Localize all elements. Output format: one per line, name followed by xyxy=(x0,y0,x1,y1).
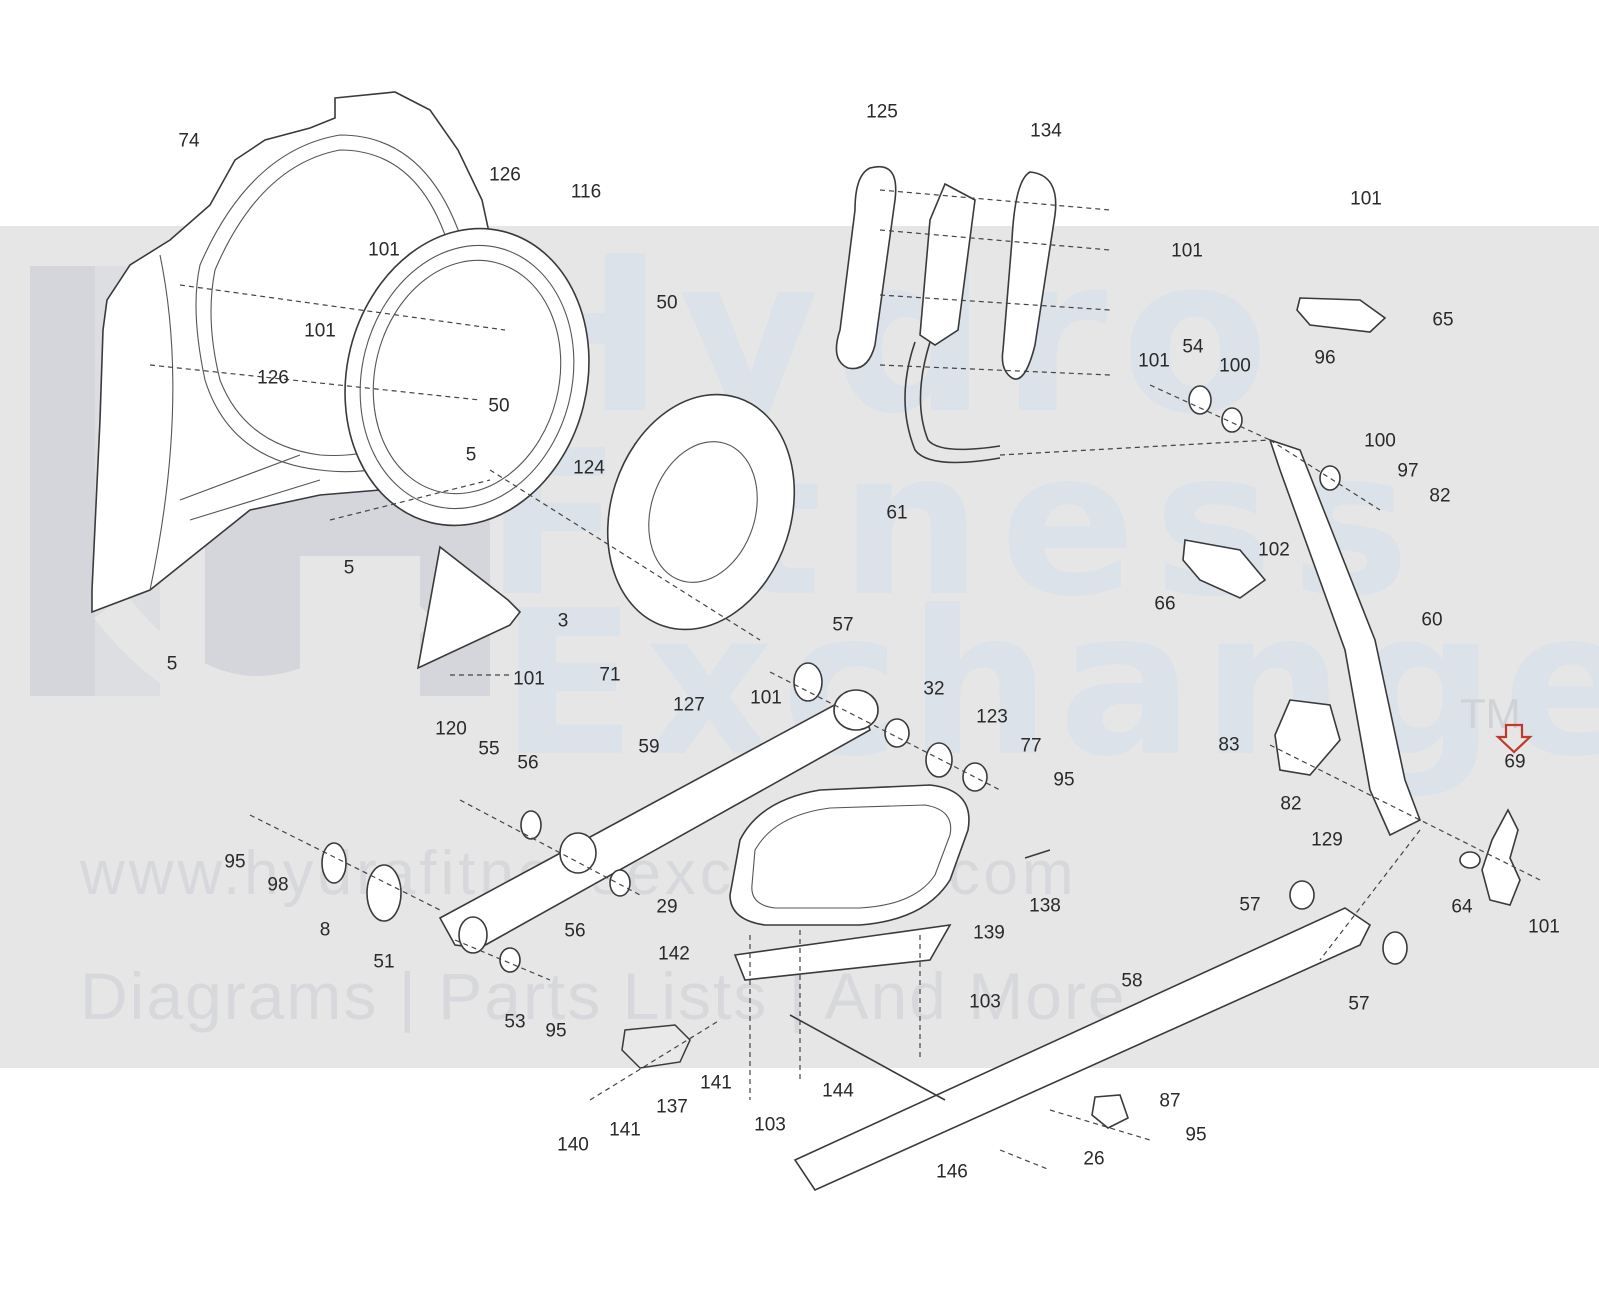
part-label-124: 124 xyxy=(573,457,605,479)
part-label-98: 98 xyxy=(267,874,289,896)
part-label-50: 50 xyxy=(488,395,510,417)
part-label-146: 146 xyxy=(936,1161,968,1183)
pedal-arm-58 xyxy=(793,907,1372,1192)
pad-87 xyxy=(1091,1094,1129,1129)
part-label-103: 103 xyxy=(969,991,1001,1013)
part-label-97: 97 xyxy=(1397,460,1419,482)
part-label-77: 77 xyxy=(1020,735,1042,757)
assembly-lines xyxy=(149,189,1541,1171)
part-label-137: 137 xyxy=(656,1096,688,1118)
part-label-102: 102 xyxy=(1258,539,1290,561)
part-label-139: 139 xyxy=(973,922,1005,944)
part-label-101: 101 xyxy=(750,687,782,709)
part-label-69: 69 xyxy=(1504,751,1526,773)
part-label-101: 101 xyxy=(304,320,336,342)
tube-61 xyxy=(904,341,1001,464)
part-label-61: 61 xyxy=(886,502,908,524)
part-label-103: 103 xyxy=(754,1114,786,1136)
part-label-32: 32 xyxy=(923,678,945,700)
part-label-3: 3 xyxy=(557,610,569,632)
part-label-101: 101 xyxy=(368,239,400,261)
part-label-129: 129 xyxy=(1311,829,1343,851)
part-label-126: 126 xyxy=(489,164,521,186)
part-label-57: 57 xyxy=(832,614,854,636)
part-label-101: 101 xyxy=(1171,240,1203,262)
part-label-127: 127 xyxy=(673,694,705,716)
part-label-66: 66 xyxy=(1154,593,1176,615)
part-label-55: 55 xyxy=(478,738,500,760)
bolt-138 xyxy=(1024,849,1051,859)
cover-116 xyxy=(344,227,590,527)
part-label-116: 116 xyxy=(570,181,602,203)
part-label-138: 138 xyxy=(1029,895,1061,917)
part-label-74: 74 xyxy=(178,130,200,152)
watermark-trademark: TM xyxy=(1460,690,1521,737)
part-label-101: 101 xyxy=(513,668,545,690)
part-label-120: 120 xyxy=(435,718,467,740)
part-label-134: 134 xyxy=(1030,120,1062,142)
part-label-54: 54 xyxy=(1182,336,1204,358)
part-label-125: 125 xyxy=(866,101,898,123)
part-label-26: 26 xyxy=(1083,1148,1105,1170)
part-label-51: 51 xyxy=(373,951,395,973)
watermark-tagline: Diagrams | Parts Lists | And More xyxy=(80,959,1127,1033)
rod-144 xyxy=(789,1014,946,1101)
part-label-101: 101 xyxy=(1138,350,1170,372)
part-label-60: 60 xyxy=(1421,609,1443,631)
part-label-56: 56 xyxy=(564,920,586,942)
part-label-5: 5 xyxy=(166,653,178,675)
part-label-140: 140 xyxy=(557,1134,589,1156)
part-label-123: 123 xyxy=(976,706,1008,728)
part-label-65: 65 xyxy=(1432,309,1454,331)
part-label-82: 82 xyxy=(1429,485,1451,507)
part-label-101: 101 xyxy=(1350,188,1382,210)
bracket-83 xyxy=(1274,699,1341,776)
block-137 xyxy=(621,1024,691,1069)
console-parts xyxy=(835,165,1057,380)
arm-60 xyxy=(1268,438,1422,837)
part-label-57: 57 xyxy=(1348,993,1370,1015)
part-label-101: 101 xyxy=(1528,916,1560,938)
part-label-95: 95 xyxy=(545,1020,567,1042)
disc-71 xyxy=(606,393,796,631)
part-label-29: 29 xyxy=(656,896,678,918)
part-label-95: 95 xyxy=(1185,1124,1207,1146)
part-label-50: 50 xyxy=(656,292,678,314)
part-label-141: 141 xyxy=(609,1119,641,1141)
part-label-100: 100 xyxy=(1364,430,1396,452)
part-label-64: 64 xyxy=(1451,896,1473,918)
part-label-5: 5 xyxy=(343,557,355,579)
part-label-71: 71 xyxy=(599,664,621,686)
part-label-144: 144 xyxy=(822,1080,854,1102)
part-label-95: 95 xyxy=(1053,769,1075,791)
part-label-95: 95 xyxy=(224,851,246,873)
part-label-82: 82 xyxy=(1280,793,1302,815)
highlight-arrow xyxy=(1495,723,1533,754)
part-label-56: 56 xyxy=(517,752,539,774)
plate-142 xyxy=(733,923,952,981)
bearings xyxy=(321,385,1481,973)
part-label-126: 126 xyxy=(257,367,289,389)
part-label-8: 8 xyxy=(319,919,331,941)
part-label-142: 142 xyxy=(658,943,690,965)
part-label-57: 57 xyxy=(1239,894,1261,916)
part-label-100: 100 xyxy=(1219,355,1251,377)
part-label-83: 83 xyxy=(1218,734,1240,756)
part-label-53: 53 xyxy=(504,1011,526,1033)
part-label-59: 59 xyxy=(638,736,660,758)
bracket-69 xyxy=(1481,808,1521,906)
tube-61b xyxy=(919,341,1001,451)
part-label-96: 96 xyxy=(1314,347,1336,369)
pedal-29 xyxy=(729,784,970,926)
part-label-87: 87 xyxy=(1159,1090,1181,1112)
part-label-5: 5 xyxy=(465,444,477,466)
part-label-141: 141 xyxy=(700,1072,732,1094)
cap-65 xyxy=(1296,297,1387,333)
part-label-58: 58 xyxy=(1121,970,1143,992)
cover-3 xyxy=(416,545,522,670)
bracket-66 xyxy=(1182,539,1267,599)
